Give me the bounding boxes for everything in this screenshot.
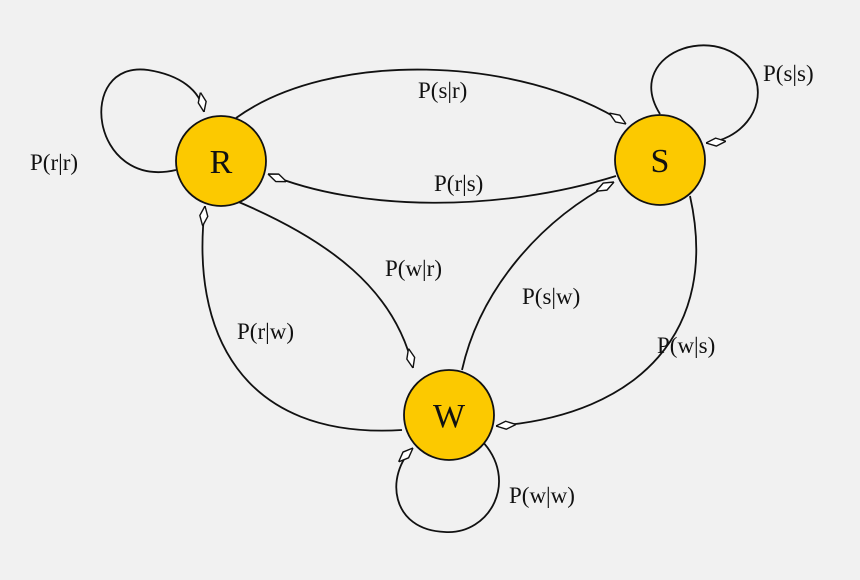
edge-label-r-given-s: P(r|s)	[434, 171, 483, 196]
node-w-label: W	[433, 398, 466, 435]
edge-label-r-given-r: P(r|r)	[30, 150, 78, 175]
node-s-circle	[614, 114, 706, 206]
node-r: R	[175, 115, 267, 207]
edge-w-self-loop	[395, 439, 500, 533]
edge-label-w-given-w: P(w|w)	[509, 483, 575, 508]
edge-label-r-given-w: P(r|w)	[237, 319, 294, 344]
edge-label-s-given-s: P(s|s)	[763, 61, 814, 86]
edge-s-to-r	[268, 173, 617, 204]
edge-label-w-given-s: P(w|s)	[657, 333, 715, 358]
edge-r-to-w	[233, 199, 413, 368]
edge-r-to-s	[235, 68, 626, 125]
node-w: W	[403, 369, 495, 461]
node-r-label: R	[210, 144, 233, 181]
edge-label-s-given-w: P(s|w)	[522, 284, 580, 309]
edge-w-to-s	[461, 181, 614, 371]
edge-r-self-loop	[100, 68, 204, 173]
edge-w-to-r	[202, 206, 403, 432]
node-s: S	[614, 114, 706, 206]
edge-s-to-w	[496, 195, 698, 426]
edge-s-self-loop	[650, 44, 759, 143]
edge-label-w-given-r: P(w|r)	[385, 256, 442, 281]
edge-label-s-given-r: P(s|r)	[418, 78, 467, 103]
node-r-circle	[175, 115, 267, 207]
node-w-circle	[403, 369, 495, 461]
node-s-label: S	[651, 143, 670, 180]
